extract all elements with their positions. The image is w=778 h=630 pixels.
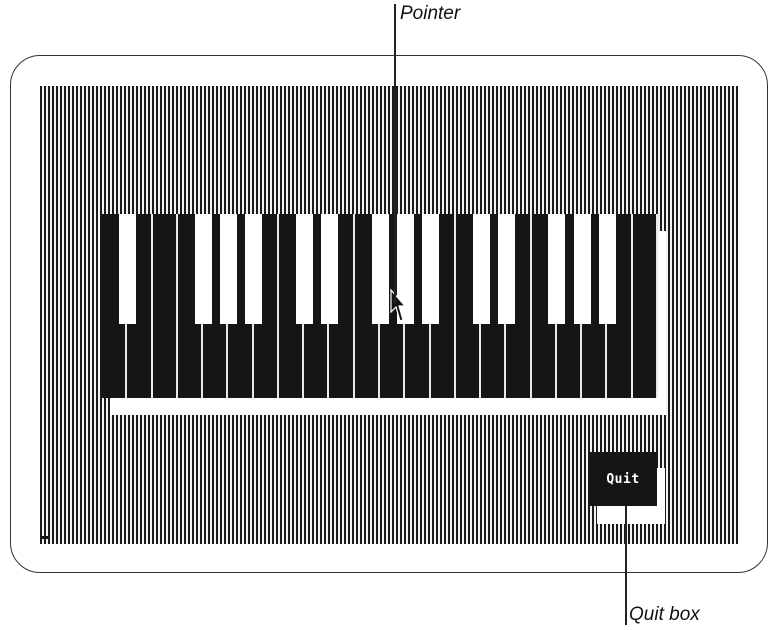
pointer-callout-line (394, 4, 396, 304)
black-key[interactable] (320, 214, 338, 324)
corner-mark (42, 536, 48, 539)
black-key[interactable] (295, 214, 313, 324)
black-key[interactable] (548, 214, 566, 324)
black-key[interactable] (219, 214, 237, 324)
quit-button[interactable]: Quit (589, 452, 657, 506)
black-key[interactable] (194, 214, 212, 324)
quit-box-callout-line (625, 506, 627, 625)
white-key[interactable] (632, 214, 658, 398)
arrow-pointer-icon (390, 288, 405, 322)
black-key[interactable] (396, 214, 414, 324)
black-key[interactable] (118, 214, 136, 324)
pointer-callout-label: Pointer (400, 3, 461, 24)
quit-box-callout-label: Quit box (629, 604, 700, 625)
white-key[interactable] (152, 214, 178, 398)
black-key[interactable] (422, 214, 440, 324)
black-key[interactable] (573, 214, 591, 324)
quit-button-label: Quit (606, 471, 640, 487)
black-key[interactable] (598, 214, 616, 324)
piano-keyboard[interactable] (102, 214, 658, 398)
black-key[interactable] (472, 214, 490, 324)
black-key[interactable] (497, 214, 515, 324)
black-key[interactable] (371, 214, 389, 324)
black-key[interactable] (245, 214, 263, 324)
